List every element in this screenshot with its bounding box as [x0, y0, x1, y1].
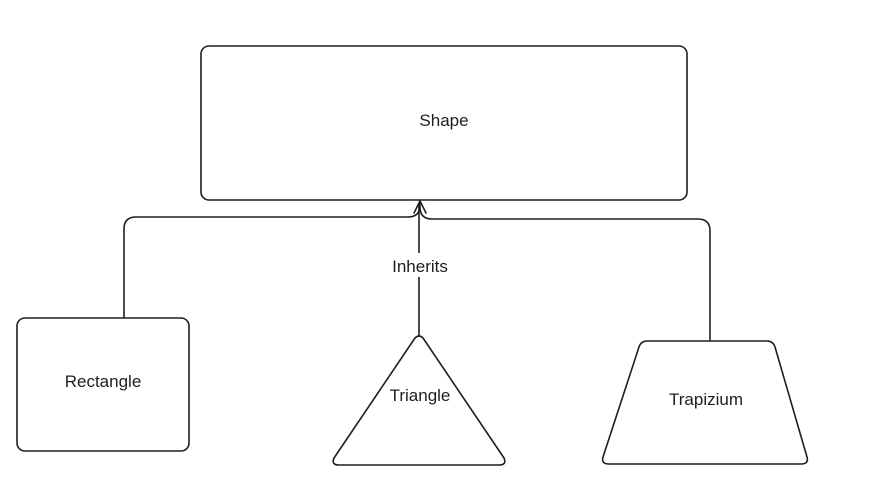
rectangle-label: Rectangle	[65, 372, 142, 391]
shape-label: Shape	[419, 111, 468, 130]
connector-rectangle-to-shape	[123, 200, 421, 318]
inherits-label: Inherits	[392, 257, 448, 276]
triangle-label: Triangle	[390, 386, 451, 405]
shape-node	[200, 45, 688, 201]
trapezium-label: Trapizium	[669, 390, 743, 409]
connector-trapezium-to-shape	[419, 206, 711, 341]
inherits-arrowhead	[413, 200, 427, 214]
inherits-label-background	[386, 253, 454, 277]
triangle-node	[332, 335, 506, 466]
rectangle-node	[16, 317, 190, 452]
trapezium-node	[601, 340, 809, 465]
